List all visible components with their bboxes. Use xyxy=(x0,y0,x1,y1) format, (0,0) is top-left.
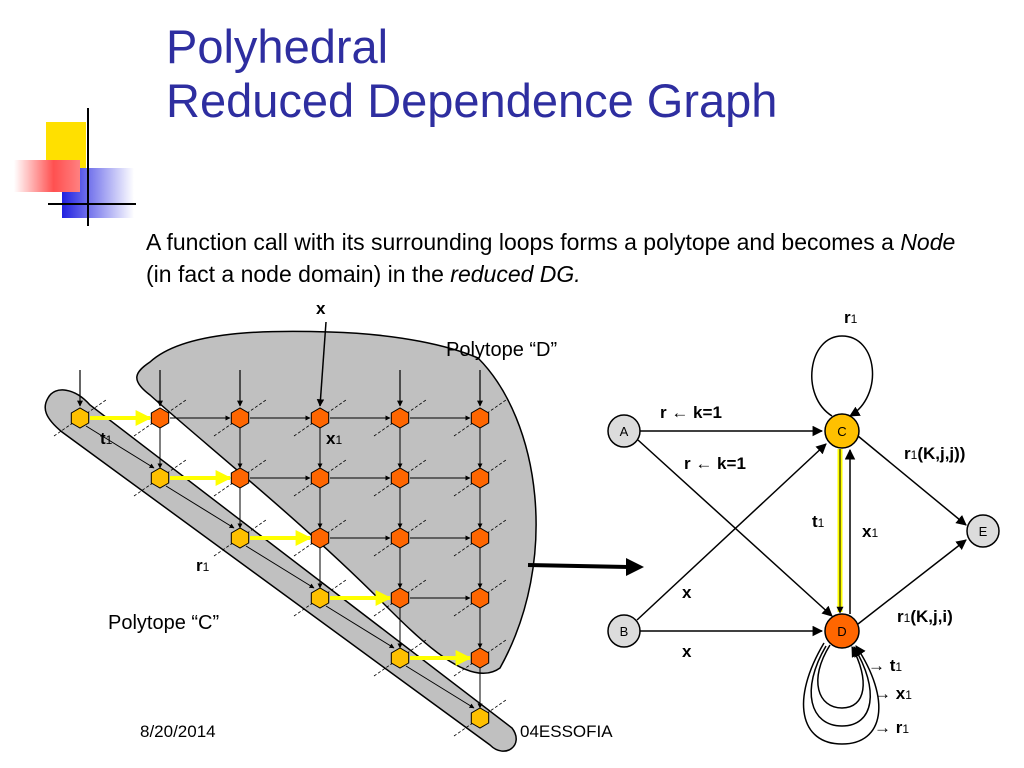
title-line-1: Polyhedral xyxy=(166,20,389,73)
edge-label-x-lower: x xyxy=(682,642,692,661)
iteration-grid xyxy=(53,321,507,737)
x1-label: x1 xyxy=(326,429,342,448)
svg-text:D: D xyxy=(837,624,846,639)
loop-label-x1: → x1 xyxy=(874,684,912,703)
edge-label-r1-c-e: r1(K,j,j)) xyxy=(904,444,965,463)
node-d: D xyxy=(824,613,860,649)
diagonal-edge xyxy=(325,605,395,649)
description-emphasis-node: Node xyxy=(900,229,956,255)
description-text: A function call with its surrounding loo… xyxy=(146,226,966,290)
transform-arrow-head xyxy=(626,558,644,576)
node-c: C xyxy=(824,413,860,449)
footer-date: 8/20/2014 xyxy=(140,722,216,741)
node-a: A xyxy=(607,414,641,448)
iteration-node-d xyxy=(470,407,490,429)
logo-red-block xyxy=(14,160,80,192)
edge-label-x-upper: x xyxy=(682,583,692,602)
edge-label-t1: t1 xyxy=(812,512,825,531)
diagonal-edge xyxy=(245,545,315,589)
diagonal-edge xyxy=(85,425,155,469)
svg-text:C: C xyxy=(837,424,846,439)
iteration-node-d xyxy=(310,527,330,549)
iteration-node-c xyxy=(70,407,90,429)
t1-label: t1 xyxy=(100,429,113,448)
self-loop-d-2 xyxy=(810,645,871,727)
description-emphasis-reduced-dg: reduced DG. xyxy=(450,261,581,287)
node-e: E xyxy=(966,514,1000,548)
polytope-c-label: Polytope “C” xyxy=(108,612,219,634)
edge-b-c xyxy=(636,443,827,621)
edge-label-r1-d-e: r1(K,j,i) xyxy=(897,607,953,626)
iteration-node-d xyxy=(230,407,250,429)
svg-text:A: A xyxy=(620,424,629,439)
footer-center-text: 04ESSOFIA xyxy=(520,722,613,741)
iteration-node-d xyxy=(310,407,330,429)
iteration-node-c xyxy=(310,587,330,609)
iteration-node-d xyxy=(390,407,410,429)
iteration-node-d xyxy=(470,467,490,489)
edge-d-e xyxy=(857,539,967,625)
x-input-edge xyxy=(316,321,327,407)
polytope-d-label: Polytope “D” xyxy=(446,339,557,361)
edge-label-r-k-top: r ← k=1 xyxy=(660,403,722,422)
slide-title: Polyhedral Reduced Dependence Graph xyxy=(166,20,777,128)
loop-label-r1: → r1 xyxy=(874,718,909,737)
iteration-node-d xyxy=(470,527,490,549)
loop-label-t1: → t1 xyxy=(868,656,902,675)
title-line-2: Reduced Dependence Graph xyxy=(166,74,778,127)
iteration-node-d xyxy=(390,467,410,489)
corner-logo xyxy=(14,108,136,226)
self-loop-c xyxy=(811,335,874,417)
edge-label-x1: x1 xyxy=(862,522,878,541)
r1-label: r1 xyxy=(196,556,210,575)
diagonal-edge xyxy=(165,485,235,529)
transform-arrow xyxy=(527,563,629,569)
iteration-node-c xyxy=(390,647,410,669)
iteration-node-c xyxy=(470,707,490,729)
input-x-label: x xyxy=(316,299,326,318)
svg-text:B: B xyxy=(620,624,629,639)
iteration-node-d xyxy=(150,407,170,429)
edge-label-r1-selfloop: r1 xyxy=(844,308,858,327)
iteration-node-d xyxy=(310,467,330,489)
edge-label-r-k-mid: r ← k=1 xyxy=(684,454,746,473)
node-b: B xyxy=(607,614,641,648)
iteration-node-d xyxy=(390,527,410,549)
reduced-dg: A B C D E r ← k=1 r ← k=1 x x r1 r1(K,j,… xyxy=(607,308,1000,745)
self-loop-d-3 xyxy=(802,642,880,745)
iteration-node-d xyxy=(470,647,490,669)
edge-c-e xyxy=(857,435,967,526)
diagonal-edge xyxy=(405,665,475,709)
self-loop-d-1 xyxy=(817,644,864,709)
description-part-1: A function call with its surrounding loo… xyxy=(146,229,901,255)
iteration-node-d xyxy=(390,587,410,609)
iteration-node-c xyxy=(150,467,170,489)
svg-text:E: E xyxy=(979,524,988,539)
description-part-2: (in fact a node domain) in the xyxy=(146,261,451,287)
iteration-node-d xyxy=(470,587,490,609)
iteration-node-d xyxy=(230,467,250,489)
iteration-node-c xyxy=(230,527,250,549)
